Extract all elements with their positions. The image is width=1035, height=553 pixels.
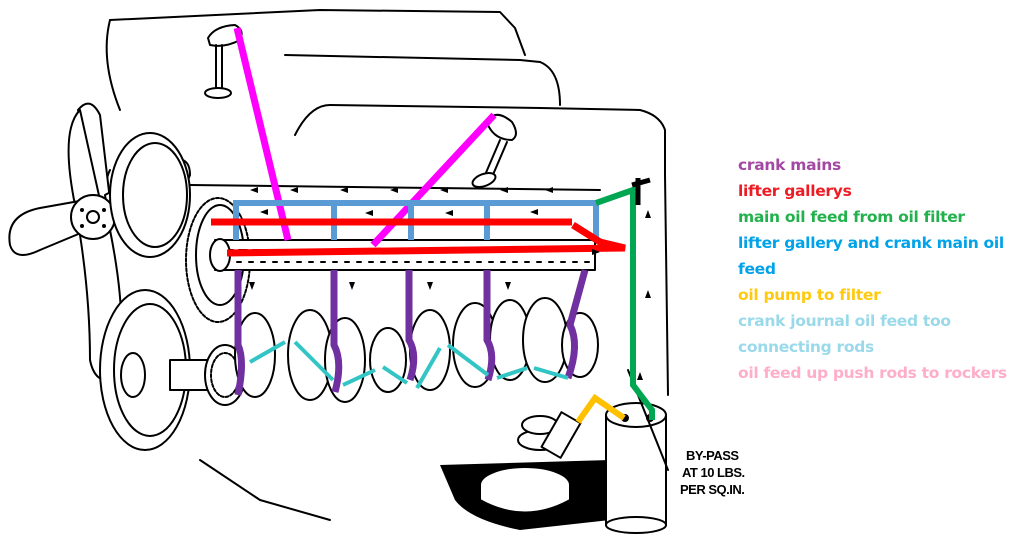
- oil-filter: [605, 369, 669, 534]
- distributor-post: [631, 177, 651, 205]
- legend-lifter-gallery-crank-feed: lifter gallery and crank main oil: [738, 234, 1004, 252]
- bypass-line-3: PER SQ.IN.: [680, 482, 744, 497]
- legend-crank-journal-feed-cont: connecting rods: [738, 338, 874, 356]
- main-oil-feed-line: [595, 185, 655, 420]
- rocker-arms: [204, 24, 517, 188]
- bypass-annotation: BY-PASS AT 10 LBS. PER SQ.IN.: [680, 448, 745, 497]
- pushrod-line-rear: [233, 27, 292, 241]
- crank-main-lines: [234, 269, 589, 396]
- oil-pump: [479, 411, 582, 514]
- legend-crank-mains: crank mains: [738, 156, 841, 174]
- legend-lifter-gallery-crank-feed-cont: feed: [738, 260, 776, 278]
- legend-oil-pump-to-filter: oil pump to filter: [738, 286, 881, 304]
- bypass-line-1: BY-PASS: [686, 448, 739, 463]
- pushrod-oil-lines: [233, 27, 497, 248]
- oil-pump-to-filter-line: [575, 393, 626, 424]
- flow-arrows: [249, 187, 651, 380]
- bypass-line-2: AT 10 LBS.: [682, 465, 745, 480]
- legend-lifter-gallerys: lifter gallerys: [738, 182, 852, 200]
- lifter-gallery-lines: [211, 218, 626, 257]
- connecting-rod-feed-lines: [249, 340, 569, 389]
- legend-pushrod-feed: oil feed up push rods to rockers: [738, 364, 1007, 382]
- legend-crank-journal-feed: crank journal oil feed too: [738, 312, 951, 330]
- color-legend: crank mains lifter gallerys main oil fee…: [738, 152, 1028, 386]
- pulleys: [99, 132, 211, 451]
- engine-block-outline: [105, 9, 669, 521]
- legend-main-oil-feed: main oil feed from oil filter: [738, 208, 965, 226]
